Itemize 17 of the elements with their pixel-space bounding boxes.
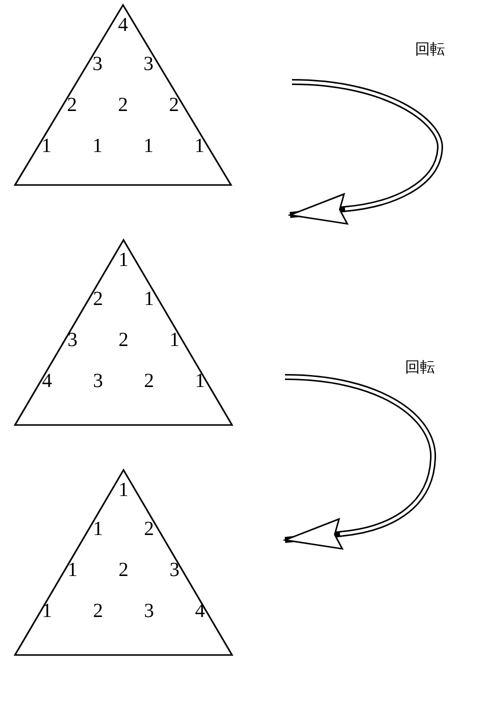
number-row-text: 2 2 2 — [66, 94, 180, 116]
rotation-label: 回転 — [405, 358, 435, 377]
number-row-text: 4 — [117, 14, 129, 36]
triangle-shape — [15, 5, 231, 185]
number-row-text: 2 1 — [92, 288, 155, 310]
number-row-text: 1 — [118, 479, 130, 501]
number-row-text: 1 2 3 4 — [41, 600, 206, 622]
number-row-text: 4 3 2 1 — [41, 370, 206, 392]
number-row-text: 1 2 — [92, 518, 155, 540]
rotation-label: 回転 — [415, 40, 445, 59]
number-row-text: 1 — [118, 249, 130, 271]
number-row-text: 3 2 1 — [66, 329, 180, 351]
number-row-text: 1 1 1 1 — [40, 135, 206, 157]
number-row-text: 3 3 — [92, 53, 154, 75]
triangle-shape — [15, 240, 232, 425]
triangle-shape — [15, 470, 232, 655]
number-row-text: 1 2 3 — [66, 559, 180, 581]
